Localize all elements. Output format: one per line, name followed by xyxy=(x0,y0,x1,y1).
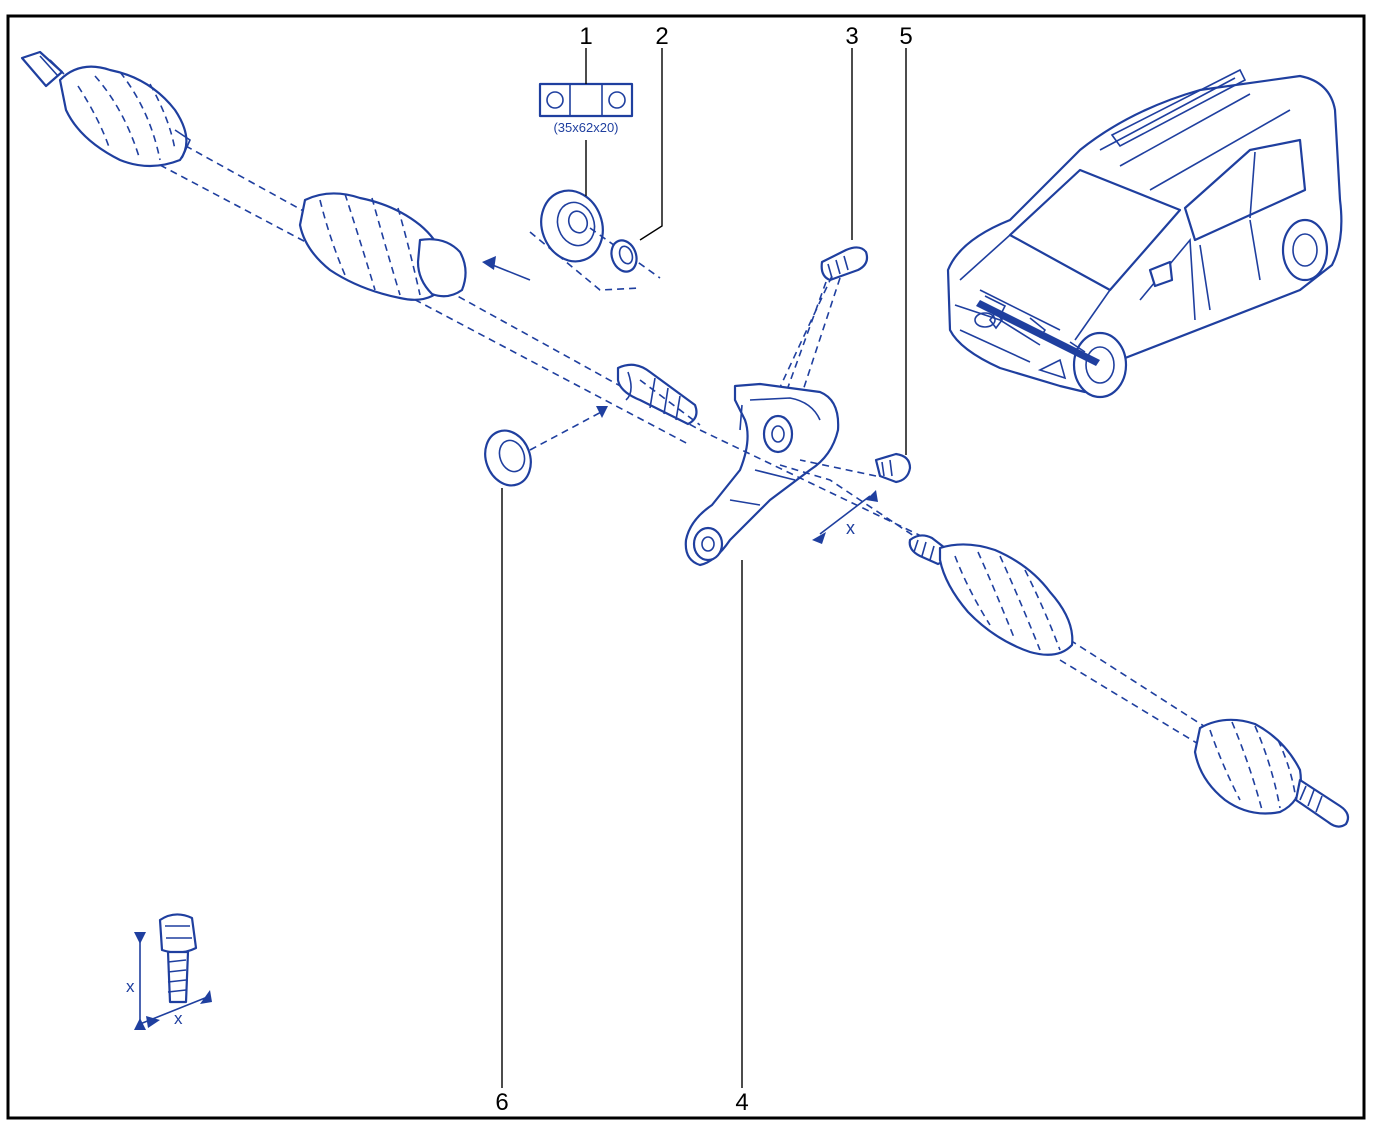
callout-2: 2 xyxy=(655,23,668,50)
bearing-size-label: (35x62x20) xyxy=(553,120,618,135)
bearing xyxy=(540,189,604,263)
callout-1: 1 xyxy=(579,23,592,50)
left-driveshaft xyxy=(20,50,701,446)
dimension-x-label: x xyxy=(846,518,855,538)
oil-seal xyxy=(484,406,608,487)
lower-bolt: x xyxy=(799,452,912,544)
circlip xyxy=(610,239,638,273)
bearing-assembly: (35x62x20) xyxy=(529,82,661,291)
legend-height-x-label: x xyxy=(126,977,135,996)
callout-5: 5 xyxy=(899,23,912,50)
callout-3: 3 xyxy=(845,23,858,50)
bolt-dimension-legend: x x xyxy=(126,913,212,1030)
callout-4: 4 xyxy=(735,1089,748,1116)
bearing-support-bracket xyxy=(684,382,921,567)
legend-width-x-label: x xyxy=(174,1009,183,1028)
leader-lines xyxy=(501,48,907,1088)
right-driveshaft xyxy=(699,429,1350,828)
callout-6: 6 xyxy=(495,1089,508,1116)
diagram-frame xyxy=(6,14,1366,1120)
vehicle-location-illustration xyxy=(946,68,1343,399)
bearing-size-box xyxy=(538,82,634,118)
